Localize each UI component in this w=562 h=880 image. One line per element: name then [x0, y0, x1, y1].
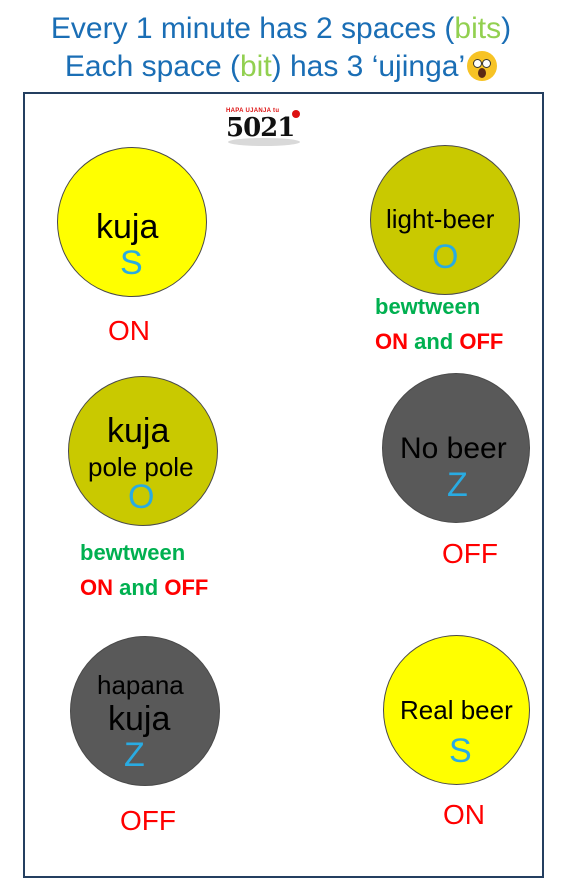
circle-hapana-kuja: [70, 636, 220, 786]
logo-dot: [292, 110, 300, 118]
status-hapana-kuja: OFF: [120, 805, 176, 836]
between-label-right: bewtween: [375, 294, 481, 319]
circle-kuja-pole-pole-label-1: kuja: [107, 412, 170, 450]
title-line-1: Every 1 minute has 2 spaces (bits): [0, 12, 562, 46]
on-word: ON: [80, 575, 113, 600]
status-no-beer: OFF: [442, 538, 498, 569]
circle-kuja-letter: S: [120, 244, 143, 282]
on-word: ON: [375, 329, 408, 354]
logo-shadow: [228, 138, 300, 146]
logo-tagline: HAPA UJANJA tu: [226, 108, 280, 114]
circle-kuja-pole-pole-label-2: pole pole: [88, 452, 194, 482]
circle-no-beer: [382, 373, 530, 523]
off-word: OFF: [459, 329, 504, 354]
title-line-2: Each space (bit) has 3 ‘ujinga’: [0, 50, 562, 84]
diagram-frame: [23, 92, 544, 878]
status-kuja: ON: [108, 315, 150, 346]
between-label-left: bewtween: [80, 540, 186, 565]
title-line-2-end: ) has 3 ‘ujinga’: [271, 50, 466, 83]
circle-no-beer-label: No beer: [400, 432, 507, 465]
astonished-face-icon: [467, 51, 498, 81]
circle-kuja: [57, 147, 207, 297]
title-line-2-text: Each space (: [64, 50, 240, 83]
status-real-beer: ON: [443, 799, 485, 830]
circle-real-beer-label: Real beer: [400, 695, 513, 725]
circle-light-beer-letter: O: [432, 238, 459, 276]
and-word: and: [414, 329, 454, 354]
title-bit-word: bit: [239, 50, 272, 83]
circle-hapana-kuja-letter: Z: [124, 736, 145, 774]
circle-kuja-pole-pole: [68, 376, 218, 526]
off-word: OFF: [164, 575, 209, 600]
circle-no-beer-letter: Z: [447, 466, 468, 504]
logo: HAPA UJANJA tu 5021: [226, 108, 302, 148]
circle-light-beer-label: light-beer: [386, 204, 495, 234]
circle-kuja-pole-pole-letter: O: [128, 478, 155, 516]
circle-hapana-kuja-label-1: hapana: [97, 670, 184, 700]
circle-real-beer-letter: S: [449, 732, 472, 770]
circle-light-beer: [370, 145, 520, 295]
between-states-left: ON and OFF: [80, 576, 208, 600]
title-line-1-end: ): [501, 12, 512, 45]
title-line-1-text: Every 1 minute has 2 spaces (: [50, 12, 455, 45]
circle-real-beer: [383, 635, 530, 785]
circle-hapana-kuja-label-2: kuja: [108, 700, 171, 738]
title-bits-word: bits: [454, 12, 502, 45]
circle-kuja-label: kuja: [96, 208, 159, 246]
and-word: and: [119, 575, 159, 600]
logo-number: 5021: [226, 113, 295, 143]
between-states-right: ON and OFF: [375, 330, 503, 354]
